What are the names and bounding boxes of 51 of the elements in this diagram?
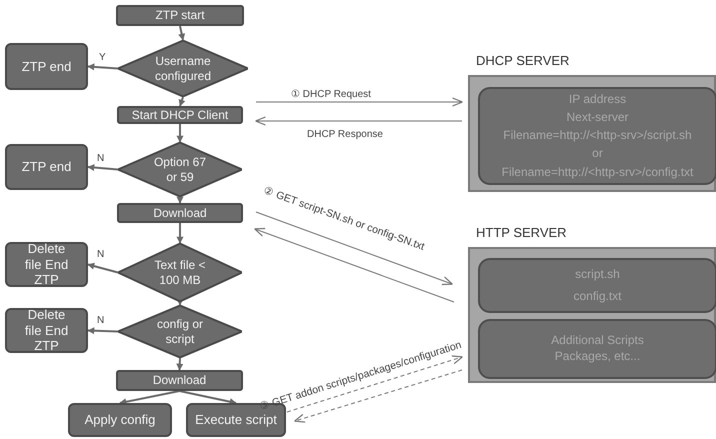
decision-label: config or script bbox=[156, 317, 204, 346]
arrow bbox=[178, 96, 186, 107]
arrow bbox=[178, 26, 186, 41]
arrow bbox=[256, 97, 464, 107]
arrow bbox=[87, 63, 118, 70]
edge-label: N bbox=[96, 249, 106, 260]
server-heading: DHCP SERVER bbox=[476, 53, 570, 69]
process-box: Start DHCP Client bbox=[117, 106, 243, 124]
terminal-box: Delete file End ZTP bbox=[5, 308, 88, 353]
edge-label: Y bbox=[98, 52, 107, 63]
process-box: ZTP start bbox=[116, 5, 244, 26]
decision-label: Username configured bbox=[154, 54, 212, 83]
terminal-box: ZTP end bbox=[5, 43, 88, 90]
arrow bbox=[294, 370, 462, 423]
edge-label: N bbox=[96, 315, 106, 326]
process-box: Download bbox=[117, 203, 243, 223]
arrow bbox=[254, 228, 454, 302]
arrow bbox=[176, 196, 184, 204]
arrow bbox=[176, 223, 184, 244]
decision-label: Text file < 100 MB bbox=[153, 258, 207, 287]
terminal-box: Apply config bbox=[68, 403, 172, 437]
arrow bbox=[87, 327, 118, 334]
edge-label: DHCP Response bbox=[306, 129, 384, 140]
arrow bbox=[256, 212, 454, 286]
terminal-box: ZTP end bbox=[5, 144, 88, 190]
panel-text: Filename=http://<http-srv>/config.txt bbox=[502, 164, 694, 180]
arrow bbox=[176, 298, 184, 306]
server-heading: HTTP SERVER bbox=[476, 225, 567, 241]
process-box: Download bbox=[116, 370, 243, 391]
decision-label: Option 67 or 59 bbox=[152, 155, 208, 184]
panel-text: IP address bbox=[568, 92, 626, 108]
panel-text: Filename=http://<http-srv>/script.sh bbox=[503, 128, 692, 144]
edge-label: N bbox=[96, 153, 106, 164]
panel-text: or bbox=[592, 146, 603, 162]
arrow bbox=[176, 124, 184, 143]
arrow bbox=[179, 390, 237, 406]
arrow bbox=[254, 116, 462, 126]
content-panel bbox=[478, 319, 716, 379]
terminal-box: Delete file End ZTP bbox=[5, 242, 88, 287]
arrow bbox=[176, 358, 184, 371]
edge-label: ① DHCP Request bbox=[290, 89, 372, 100]
arrow bbox=[286, 355, 464, 412]
panel-text: Additional Scripts Packages, etc... bbox=[550, 333, 645, 365]
arrow bbox=[87, 262, 118, 274]
content-panel bbox=[478, 258, 716, 313]
content-panel bbox=[478, 87, 716, 185]
arrow bbox=[119, 390, 180, 406]
arrow bbox=[87, 164, 118, 171]
panel-text: script.sh bbox=[575, 266, 620, 282]
panel-text: Next-server bbox=[566, 110, 628, 126]
panel-text: config.txt bbox=[573, 288, 622, 304]
